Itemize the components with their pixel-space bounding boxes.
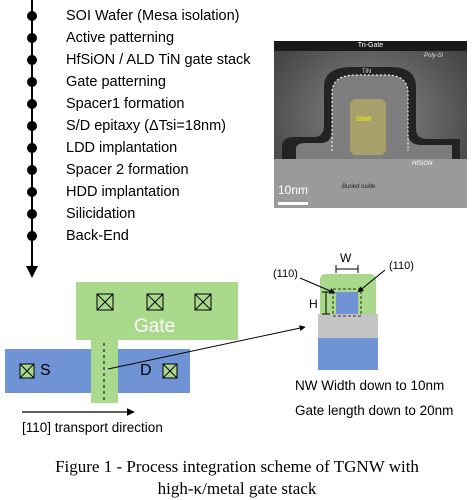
tem-image: [274, 41, 467, 208]
tem-polysi-label: Poly-Si: [424, 53, 444, 59]
step-dot: [27, 143, 37, 153]
step-dot: [27, 55, 37, 65]
step-dot: [27, 209, 37, 219]
step-label: Spacer 2 formation: [66, 162, 189, 178]
cross-section-outline: [332, 288, 362, 317]
step-dot: [27, 231, 37, 241]
flow-line: [31, 0, 33, 268]
step-dot: [27, 99, 37, 109]
cross-section-nanowire: [336, 292, 358, 314]
gate-contact: [194, 293, 212, 311]
facet-left-pointer: [299, 277, 336, 294]
step-label: Silicidation: [66, 206, 136, 222]
tem-box-label: Buried oxide: [342, 184, 376, 190]
source-contact: [19, 363, 35, 379]
gate-shape: [76, 282, 238, 403]
gate-contact: [96, 293, 114, 311]
step-label: LDD implantation: [66, 140, 178, 156]
tem-title: Tri-Gate: [357, 42, 384, 49]
drain-region: [118, 349, 190, 393]
w-label: W: [340, 251, 352, 265]
gate-label: Gate: [134, 316, 176, 337]
cross-section-oxide: [318, 314, 378, 338]
source-label: S: [40, 362, 51, 379]
h-label: H: [309, 297, 318, 311]
step-label: Spacer1 formation: [66, 96, 185, 112]
step-dot: [27, 11, 37, 21]
tem-micrograph: Tri-Gate SiNW TiN Poly-Si HfSiON Buried …: [274, 41, 467, 208]
figure-caption-line1: Figure 1 - Process integration scheme of…: [55, 457, 419, 476]
step-dot: [27, 165, 37, 175]
flow-arrow-head: [26, 266, 38, 278]
gate-contact: [146, 293, 164, 311]
drain-contact: [162, 363, 178, 379]
facet-right-pointer: [357, 269, 386, 293]
step-label: Active patterning: [66, 30, 175, 46]
nw-width-note: NW Width down to 10nm: [295, 378, 445, 393]
step-label: HDD implantation: [66, 184, 180, 200]
step-dot: [27, 77, 37, 87]
drain-label: D: [140, 362, 152, 379]
tem-scale-bar: [278, 202, 308, 205]
step-label: SOI Wafer (Mesa isolation): [66, 8, 240, 24]
tem-scale-label: 10nm: [278, 183, 309, 197]
tem-hfsion-label: HfSiON: [412, 161, 433, 167]
facet-right-label: (110): [389, 260, 414, 272]
step-label: Back-End: [66, 228, 129, 244]
step-dot: [27, 187, 37, 197]
step-dot: [27, 33, 37, 43]
facet-left-label: (110): [273, 268, 298, 280]
tem-tin-label: TiN: [362, 69, 372, 75]
figure-caption-line2: high-κ/metal gate stack: [157, 479, 317, 498]
gate-length-note: Gate length down to 20nm: [295, 403, 454, 418]
direction-label: [110] transport direction: [22, 420, 163, 435]
step-dot: [27, 121, 37, 131]
source-region: [5, 349, 91, 393]
tem-nw-label: SiNW: [356, 117, 372, 123]
step-label: S/D epitaxy (ΔTsi=18nm): [66, 118, 226, 134]
cross-section-box: [318, 338, 378, 370]
step-label: Gate patterning: [66, 74, 166, 90]
step-label: HfSiON / ALD TiN gate stack: [66, 52, 251, 68]
zoom-pointer: [107, 325, 306, 370]
